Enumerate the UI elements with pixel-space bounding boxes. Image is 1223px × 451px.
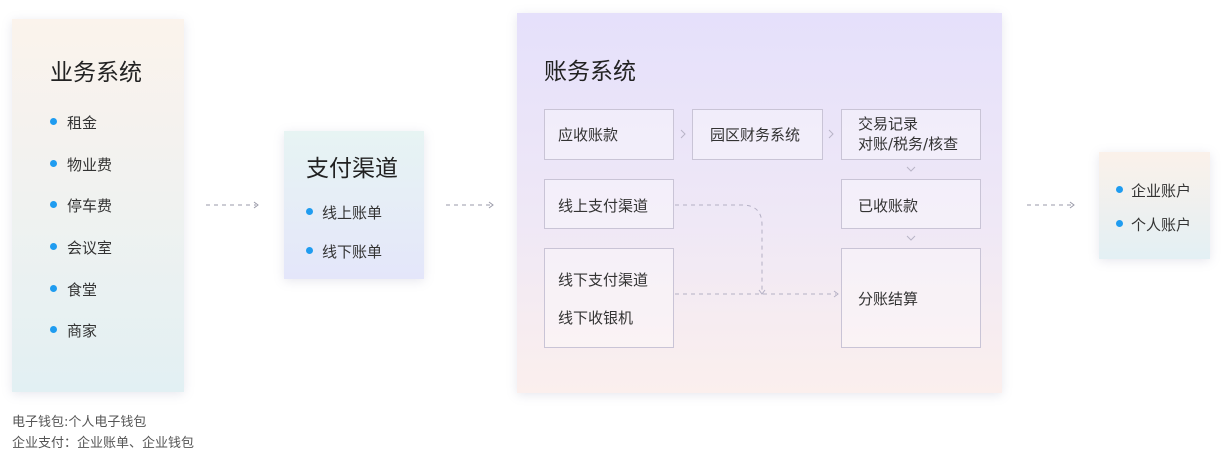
list-item-parking-fee: 停车费	[67, 197, 113, 215]
node-transaction-line2: 对账/税务/核查	[858, 135, 959, 153]
bullet-icon	[1116, 220, 1123, 227]
note-ewallet: 电子钱包:个人电子钱包	[12, 415, 147, 430]
bullet-icon	[50, 243, 57, 250]
chevron-right-icon	[828, 129, 834, 139]
node-receivable: 应收账款	[544, 109, 674, 160]
list-item-enterprise-account: 企业账户	[1131, 182, 1192, 200]
payment-channel-card: 支付渠道 线上账单 线下账单	[284, 131, 424, 279]
bullet-icon	[50, 160, 57, 167]
bullet-icon	[50, 326, 57, 333]
node-received: 已收账款	[841, 179, 981, 229]
business-system-card: 业务系统 租金 物业费 停车费 会议室 食堂 商家	[12, 19, 184, 392]
node-online-channel-label: 线上支付渠道	[558, 197, 649, 215]
chevron-down-icon	[906, 235, 916, 241]
chevron-down-icon	[906, 166, 916, 172]
node-receivable-label: 应收账款	[558, 126, 619, 144]
bullet-icon	[306, 247, 313, 254]
arrow-head-icon	[833, 290, 839, 298]
node-received-label: 已收账款	[858, 197, 919, 215]
accounts-card: 企业账户 个人账户	[1099, 152, 1210, 259]
note-enterprise-payment: 企业支付：企业账单、企业钱包	[12, 436, 195, 451]
list-item-rent: 租金	[67, 114, 98, 132]
node-split-settlement: 分账结算	[841, 248, 981, 348]
bullet-icon	[1116, 186, 1123, 193]
node-online-channel: 线上支付渠道	[544, 179, 674, 229]
list-item-online-bill: 线上账单	[322, 204, 383, 222]
list-item-canteen: 食堂	[67, 281, 98, 299]
arrow-head-icon	[253, 201, 259, 209]
payment-channel-title: 支付渠道	[306, 156, 398, 182]
bullet-icon	[50, 201, 57, 208]
node-transaction-line1: 交易记录	[858, 115, 919, 133]
node-transaction-record: 交易记录 对账/税务/核查	[841, 109, 981, 160]
list-item-offline-bill: 线下账单	[322, 243, 383, 261]
bullet-icon	[50, 118, 57, 125]
arrow-head-icon	[1069, 201, 1075, 209]
node-offline-cashier-label: 线下收银机	[558, 309, 634, 327]
node-offline-channel: 线下支付渠道 线下收银机	[544, 248, 674, 348]
business-system-title: 业务系统	[50, 60, 142, 86]
list-item-meeting-room: 会议室	[67, 239, 113, 257]
list-item-personal-account: 个人账户	[1131, 216, 1192, 234]
node-offline-channel-label: 线下支付渠道	[558, 271, 649, 289]
accounting-system-card: 账务系统 应收账款 园区财务系统 交易记录 对账/税务/核查 线上支付渠道 已收…	[517, 13, 1002, 393]
accounting-system-title: 账务系统	[544, 59, 636, 85]
node-park-finance: 园区财务系统	[692, 109, 823, 160]
arrow-head-icon	[758, 289, 766, 295]
node-split-settlement-label: 分账结算	[858, 290, 919, 308]
node-park-finance-label: 园区财务系统	[710, 126, 801, 144]
arrow-head-icon	[488, 201, 494, 209]
list-item-merchant: 商家	[67, 322, 98, 340]
flow-online-to-merge	[675, 204, 763, 292]
bullet-icon	[306, 208, 313, 215]
chevron-right-icon	[680, 129, 686, 139]
bullet-icon	[50, 285, 57, 292]
list-item-property-fee: 物业费	[67, 156, 113, 174]
